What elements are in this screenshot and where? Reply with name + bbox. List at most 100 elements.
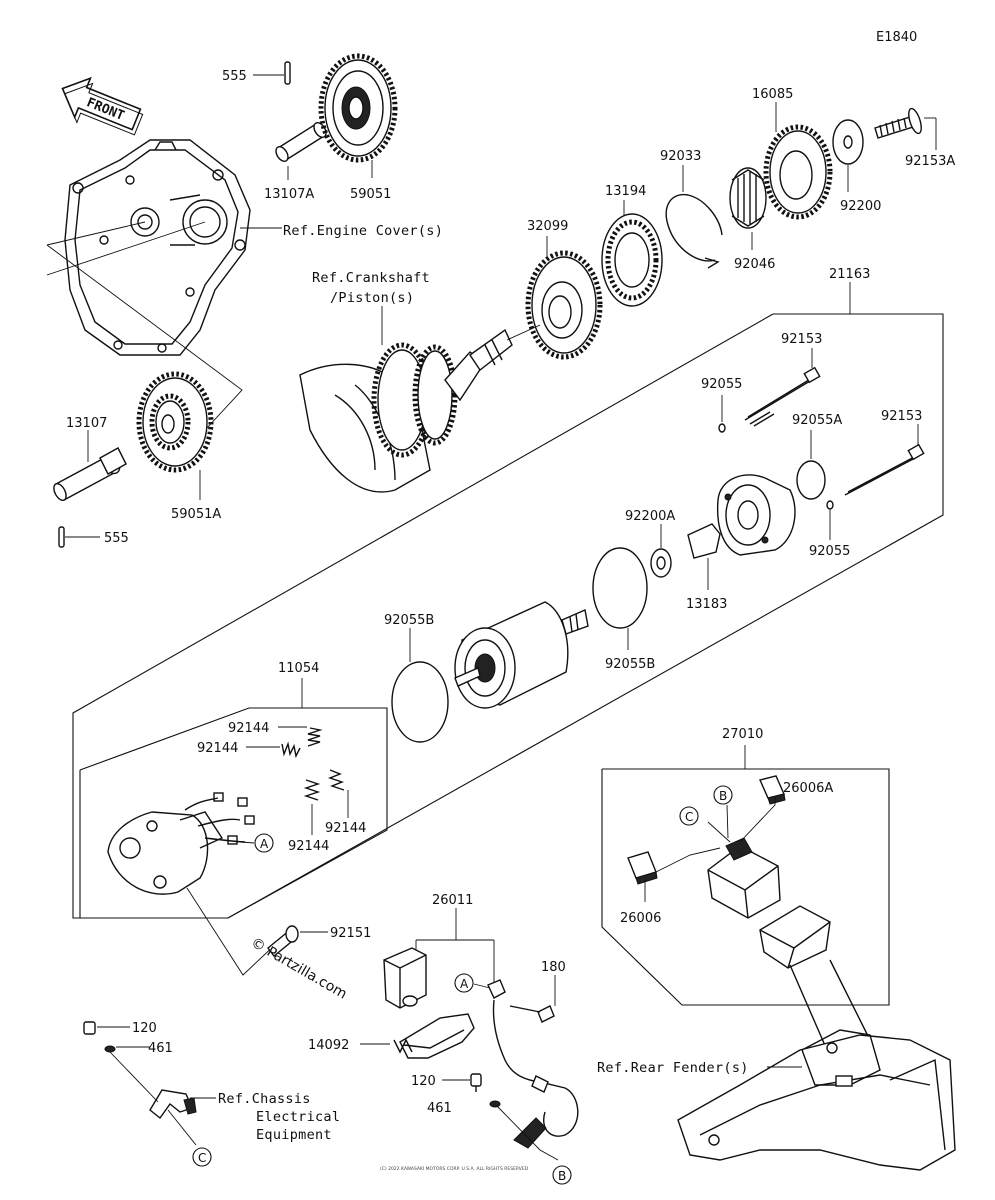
washer-92200A bbox=[650, 548, 672, 578]
shaft-13107 bbox=[53, 447, 127, 501]
callout-c1 bbox=[679, 806, 699, 826]
fuse-26006A bbox=[759, 775, 786, 805]
label-32099: 32099 bbox=[527, 219, 568, 234]
bolt-92153-upper bbox=[744, 366, 821, 427]
callout-b1-label: B bbox=[719, 789, 727, 803]
label-13107: 13107 bbox=[66, 416, 107, 431]
oring-92055A bbox=[796, 460, 826, 500]
callout-b2-label: B bbox=[558, 1169, 566, 1183]
callout-a2 bbox=[454, 973, 474, 993]
copyright-watermark: © Partzilla.com bbox=[248, 935, 350, 1003]
bracket-14092 bbox=[393, 1013, 475, 1059]
label-27010: 27010 bbox=[722, 727, 763, 742]
callout-c2-label: C bbox=[198, 1151, 206, 1165]
label-92151: 92151 bbox=[330, 926, 371, 941]
spring-92144-b bbox=[281, 741, 301, 759]
oring-92055-a bbox=[718, 423, 726, 433]
gear-59051 bbox=[318, 53, 398, 163]
rear-fender-drawing bbox=[677, 959, 956, 1171]
circlip-92033 bbox=[665, 193, 723, 269]
relay-assembly-box bbox=[601, 768, 890, 1006]
label-92200A: 92200A bbox=[625, 509, 675, 524]
ref-engine-cover: Ref.Engine Cover(s) bbox=[283, 223, 443, 239]
oring-92055B-a bbox=[391, 661, 449, 743]
label-92153-a: 92153 bbox=[781, 332, 822, 347]
diagram-code: E1840 bbox=[876, 30, 917, 45]
bearing-92046 bbox=[729, 167, 767, 229]
label-92153A: 92153A bbox=[905, 154, 955, 169]
label-555-top: 555 bbox=[222, 69, 247, 84]
bolt-92153-lower bbox=[844, 443, 925, 496]
ref-crankshaft-1: Ref.Crankshaft bbox=[312, 270, 430, 286]
label-26011: 26011 bbox=[432, 893, 473, 908]
oring-92055-b bbox=[826, 500, 834, 510]
oring-92055B-b bbox=[592, 547, 648, 629]
washer-461-left bbox=[104, 1045, 116, 1053]
harness-26011 bbox=[383, 947, 579, 1149]
ref-chassis-3: Equipment bbox=[256, 1127, 332, 1143]
label-180: 180 bbox=[541, 960, 566, 975]
ref-chassis-1: Ref.Chassis bbox=[218, 1091, 311, 1107]
label-120-left: 120 bbox=[132, 1021, 157, 1036]
label-461-left: 461 bbox=[148, 1041, 173, 1056]
label-16085: 16085 bbox=[752, 87, 793, 102]
starter-motor-body bbox=[454, 601, 589, 709]
engine-cover-drawing bbox=[64, 139, 251, 356]
callout-a1-label: A bbox=[260, 837, 269, 851]
bolt-180 bbox=[509, 1005, 555, 1023]
callout-c2 bbox=[192, 1147, 212, 1167]
label-92200: 92200 bbox=[840, 199, 881, 214]
pin-555-bottom bbox=[58, 526, 65, 548]
label-92055-b: 92055 bbox=[809, 544, 850, 559]
label-26006: 26006 bbox=[620, 911, 661, 926]
starter-relay bbox=[707, 837, 831, 969]
label-92153-b: 92153 bbox=[881, 409, 922, 424]
shaft-13107A bbox=[275, 122, 327, 162]
label-13107A: 13107A bbox=[264, 187, 314, 202]
callout-a1 bbox=[254, 833, 274, 853]
crankshaft-drawing bbox=[299, 328, 513, 493]
front-arrow-icon: FRONT bbox=[61, 76, 144, 136]
spring-92144-c bbox=[327, 769, 345, 791]
clutch-13194 bbox=[601, 213, 663, 307]
label-92144-d: 92144 bbox=[288, 839, 329, 854]
washer-461-mid bbox=[489, 1100, 501, 1108]
callout-b1 bbox=[713, 785, 733, 805]
label-26006A: 26006A bbox=[783, 781, 833, 796]
label-555-bottom: 555 bbox=[104, 531, 129, 546]
label-92046: 92046 bbox=[734, 257, 775, 272]
label-59051: 59051 bbox=[350, 187, 391, 202]
bolt-92153A bbox=[874, 107, 922, 139]
label-92144-a: 92144 bbox=[228, 721, 269, 736]
fuse-26006 bbox=[627, 851, 658, 885]
label-92055A: 92055A bbox=[792, 413, 842, 428]
bolt-92151 bbox=[267, 925, 299, 958]
label-11054: 11054 bbox=[278, 661, 319, 676]
label-92055B-a: 92055B bbox=[384, 613, 434, 628]
gear-32099 bbox=[525, 250, 603, 360]
label-461-mid: 461 bbox=[427, 1101, 452, 1116]
callout-a2-label: A bbox=[460, 977, 469, 991]
brush-holder-plate bbox=[107, 792, 255, 895]
label-13194: 13194 bbox=[605, 184, 646, 199]
label-92144-c: 92144 bbox=[325, 821, 366, 836]
gear-16085 bbox=[763, 124, 833, 220]
brush-holder-box bbox=[79, 707, 388, 919]
ref-rear-fender: Ref.Rear Fender(s) bbox=[597, 1060, 749, 1076]
label-92055B-b: 92055B bbox=[605, 657, 655, 672]
bolt-120-mid bbox=[470, 1073, 482, 1092]
label-59051A: 59051A bbox=[171, 507, 221, 522]
pin-555-top bbox=[284, 61, 291, 85]
label-120-mid: 120 bbox=[411, 1074, 436, 1089]
callout-c1-label: C bbox=[685, 810, 693, 824]
spring-92144-a bbox=[307, 727, 323, 747]
bolt-120-left bbox=[83, 1021, 96, 1035]
label-92033: 92033 bbox=[660, 149, 701, 164]
washer-92200 bbox=[832, 119, 864, 165]
chassis-bracket bbox=[149, 1089, 197, 1120]
callout-b2 bbox=[552, 1165, 572, 1185]
gear-59051A bbox=[136, 371, 214, 473]
ref-chassis-2: Electrical bbox=[256, 1109, 340, 1125]
label-92055-a: 92055 bbox=[701, 377, 742, 392]
